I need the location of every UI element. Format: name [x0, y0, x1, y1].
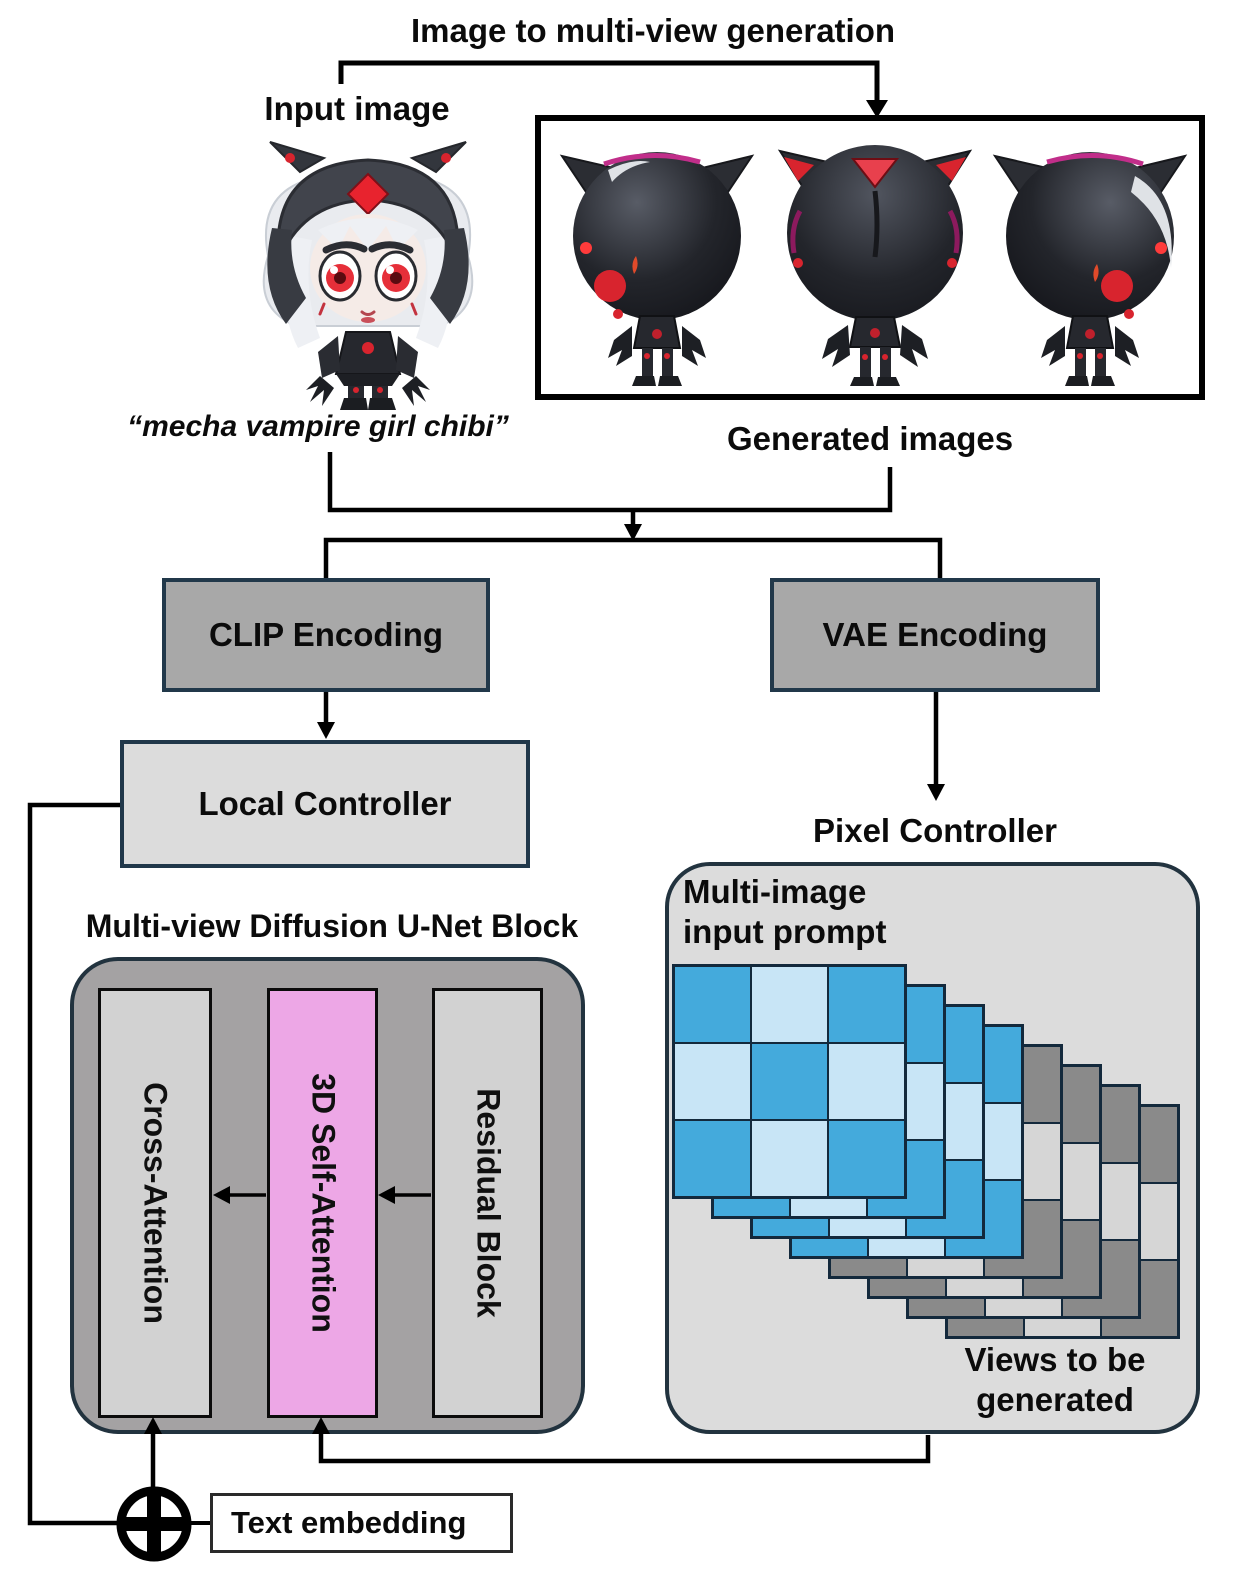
- vae-encoding-box: VAE Encoding: [770, 578, 1100, 692]
- connector-split-encoders: [323, 537, 943, 578]
- residual-block-label: Residual Block: [470, 1088, 506, 1318]
- generated-images-label: Generated images: [726, 420, 1014, 457]
- unet-title: Multi-view Diffusion U-Net Block: [85, 908, 579, 944]
- latent-stack: [672, 964, 1182, 1342]
- latent-cell: [751, 1043, 828, 1120]
- latent-layer-1: [672, 964, 907, 1199]
- sum-plus-icon: [116, 1486, 192, 1562]
- latent-cell: [674, 1120, 751, 1197]
- clip-encoding-label: CLIP Encoding: [208, 616, 444, 654]
- latent-cell: [828, 1043, 905, 1120]
- cross-attention-label: Cross-Attention: [137, 1082, 174, 1324]
- latent-cell: [674, 966, 751, 1043]
- input-prompt-caption: “mecha vampire girl chibi”: [127, 410, 509, 443]
- self-attention-label: 3D Self-Attention: [305, 1073, 341, 1333]
- multi-image-input-label: Multi-image input prompt: [683, 873, 887, 951]
- local-controller-label: Local Controller: [198, 785, 452, 823]
- text-embedding-box: Text embedding: [210, 1493, 513, 1553]
- local-controller-box: Local Controller: [120, 740, 530, 868]
- arrowhead-pixel-controller: [927, 784, 945, 801]
- latent-cell: [828, 966, 905, 1043]
- generated-view-right-image: [992, 152, 1188, 386]
- generated-view-back-image: [777, 145, 973, 386]
- views-to-be-generated-label: Views to be generated: [964, 1341, 1146, 1419]
- connector-pixel-selfattention: [318, 1434, 931, 1464]
- latent-cell: [674, 1043, 751, 1120]
- residual-block-box: Residual Block: [432, 988, 543, 1418]
- clip-encoding-box: CLIP Encoding: [162, 578, 490, 692]
- generated-view-left-image: [559, 152, 755, 386]
- input-image-label: Input image: [264, 90, 450, 127]
- connector-merge: [327, 452, 893, 513]
- pixel-controller-label: Pixel Controller: [813, 812, 1057, 849]
- latent-cell: [751, 1120, 828, 1197]
- arrowhead-local-controller: [317, 722, 335, 739]
- arrowhead-merge: [624, 524, 642, 541]
- text-embedding-label: Text embedding: [231, 1505, 467, 1540]
- cross-attention-box: Cross-Attention: [98, 988, 212, 1418]
- vae-encoding-label: VAE Encoding: [822, 616, 1048, 654]
- input-character-image: [262, 141, 474, 410]
- diagram-title: Image to multi-view generation: [410, 12, 896, 49]
- self-attention-box: 3D Self-Attention: [267, 988, 378, 1418]
- latent-cell: [751, 966, 828, 1043]
- latent-cell: [828, 1120, 905, 1197]
